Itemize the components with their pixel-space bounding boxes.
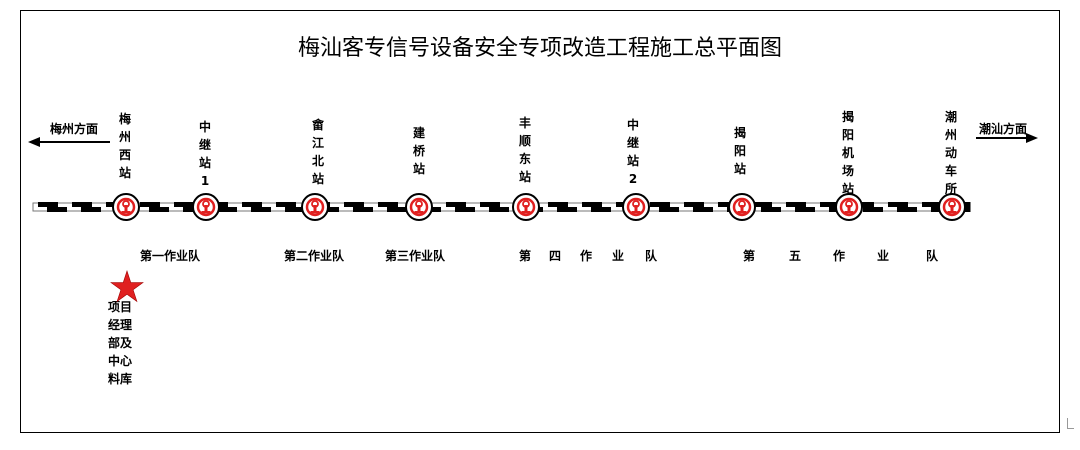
- direction-right-label: 潮汕方面: [979, 122, 1028, 136]
- diagram-title: 梅汕客专信号设备安全专项改造工程施工总平面图: [297, 36, 782, 61]
- team-label-5-char: 作: [833, 249, 846, 263]
- station-label-chaozhou-depot: 潮 州 动 车 所: [944, 110, 957, 196]
- team-label-4-char: 业: [612, 249, 625, 263]
- project-office-label: 项目 经理 部及 中心 料库: [108, 300, 133, 386]
- team-label-2: 第二作业队: [284, 249, 345, 263]
- diagram-frame: [20, 10, 1060, 433]
- team-label-4-char: 四: [549, 249, 562, 263]
- station-icon: [835, 193, 863, 221]
- team-label-5-char: 第: [743, 249, 756, 263]
- station-icon: [622, 193, 650, 221]
- team-label-5-char: 队: [926, 249, 939, 263]
- station-label-jieyang: 揭 阳 站: [733, 126, 746, 176]
- station-icon: [112, 193, 140, 221]
- station-icon: [938, 193, 966, 221]
- station-icon: [192, 193, 220, 221]
- direction-left-label: 梅州方面: [50, 122, 99, 136]
- team-label-4-char: 作: [580, 249, 593, 263]
- station-label-meizhouxi: 梅 州 西 站: [118, 112, 131, 180]
- team-label-4-char: 队: [645, 249, 658, 263]
- station-icon: [301, 193, 329, 221]
- station-icon: [512, 193, 540, 221]
- corner-mark: [1067, 418, 1074, 429]
- station-label-fengshundong: 丰 顺 东 站: [518, 116, 531, 184]
- station-label-relay-1: 中 继 站 1: [198, 120, 211, 188]
- station-icon: [405, 193, 433, 221]
- star-icon: [110, 270, 144, 303]
- team-label-5-char: 五: [789, 249, 802, 263]
- station-icon: [728, 193, 756, 221]
- right-arrow-icon: [976, 133, 1038, 143]
- team-label-1: 第一作业队: [140, 249, 201, 263]
- station-label-relay-2: 中 继 站 2: [626, 118, 639, 186]
- team-label-4-char: 第: [519, 249, 532, 263]
- team-label-5-char: 业: [877, 249, 890, 263]
- railway-track: [32, 202, 971, 212]
- team-label-3: 第三作业队: [385, 249, 446, 263]
- station-label-shejiangbei: 畲 江 北 站: [311, 118, 324, 186]
- station-label-jieyang-airport: 揭 阳 机 场 站: [841, 110, 854, 196]
- station-label-jianqiao: 建 桥 站: [412, 126, 425, 176]
- left-arrow-icon: [28, 137, 110, 147]
